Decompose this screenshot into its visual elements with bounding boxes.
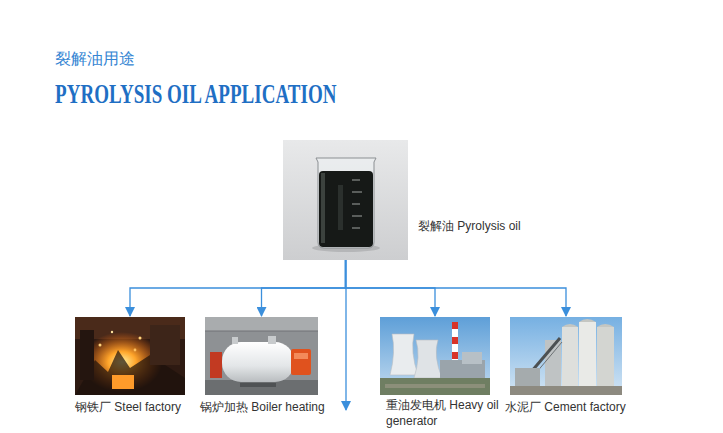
- illustration-part: [380, 317, 490, 395]
- application-node: 重油发电机 Heavy oil generator: [380, 317, 490, 395]
- illustration-part: [205, 331, 318, 332]
- illustration-part: [283, 140, 408, 260]
- illustration-part: [390, 334, 418, 375]
- illustration-part: [562, 327, 578, 387]
- illustration-part: [515, 368, 540, 388]
- connector-arrow: [346, 260, 567, 316]
- oil-beaker-picture: [283, 140, 408, 260]
- node-label: 重油发电机 Heavy oil generator: [386, 397, 500, 429]
- illustration-part: [205, 317, 318, 395]
- illustration-part: [75, 317, 185, 395]
- illustration-part: [240, 383, 276, 387]
- application-node: 锅炉加热 Boiler heating: [205, 317, 318, 395]
- illustration-part: [352, 180, 362, 228]
- illustration-part: [210, 352, 222, 378]
- illustration-part: [452, 352, 458, 359]
- illustration-part: [80, 330, 94, 380]
- application-node: 水泥厂 Cement factory: [510, 317, 622, 395]
- illustration-part: [462, 352, 482, 364]
- node-label: 钢铁厂 Steel factory: [75, 399, 181, 415]
- illustration-part: [232, 337, 238, 344]
- source-oil-node: 裂解油 Pyrolysis oil: [283, 140, 408, 260]
- illustration-part: [222, 342, 294, 382]
- illustration-part: [134, 349, 137, 352]
- illustration-part: [452, 337, 458, 344]
- illustration-part: [319, 171, 373, 247]
- illustration-part: [99, 344, 102, 347]
- illustration-part: [452, 322, 458, 329]
- illustration-part: [562, 319, 614, 327]
- illustration-part: [111, 331, 113, 333]
- illustration-part: [316, 158, 376, 248]
- illustration-part: [294, 353, 308, 359]
- power-plant-photo: [380, 317, 490, 395]
- illustration-part: [510, 317, 622, 395]
- illustration-part: [139, 337, 142, 340]
- illustration-part: [205, 380, 318, 395]
- illustration-part: [385, 384, 485, 388]
- connector-arrow: [262, 260, 346, 316]
- boiler-photo: [205, 317, 318, 395]
- illustration-part: [338, 185, 343, 230]
- node-label: 水泥厂 Cement factory: [505, 399, 626, 415]
- illustration-part: [597, 327, 614, 387]
- connector-arrow: [130, 260, 346, 316]
- cement-factory-photo: [510, 317, 622, 395]
- illustration-part: [414, 340, 442, 378]
- illustration-part: [112, 375, 134, 389]
- illustration-part: [321, 173, 325, 243]
- node-label: 裂解油 Pyrolysis oil: [418, 218, 521, 234]
- diagram-title: PYROLYSIS OIL APPLICATION: [55, 79, 336, 109]
- illustration-part: [380, 378, 490, 395]
- illustration-part: [291, 349, 311, 375]
- illustration-part: [268, 336, 276, 344]
- illustration-part: [205, 317, 318, 331]
- illustration-part: [510, 386, 622, 395]
- application-node: 钢铁厂 Steel factory: [75, 317, 185, 395]
- illustration-part: [150, 325, 180, 365]
- illustration-part: [514, 338, 560, 392]
- steel-factory-photo: [75, 317, 185, 395]
- node-label: 锅炉加热 Boiler heating: [200, 399, 325, 415]
- heading-chinese: 裂解油用途: [55, 49, 135, 70]
- illustration-part: [579, 322, 596, 387]
